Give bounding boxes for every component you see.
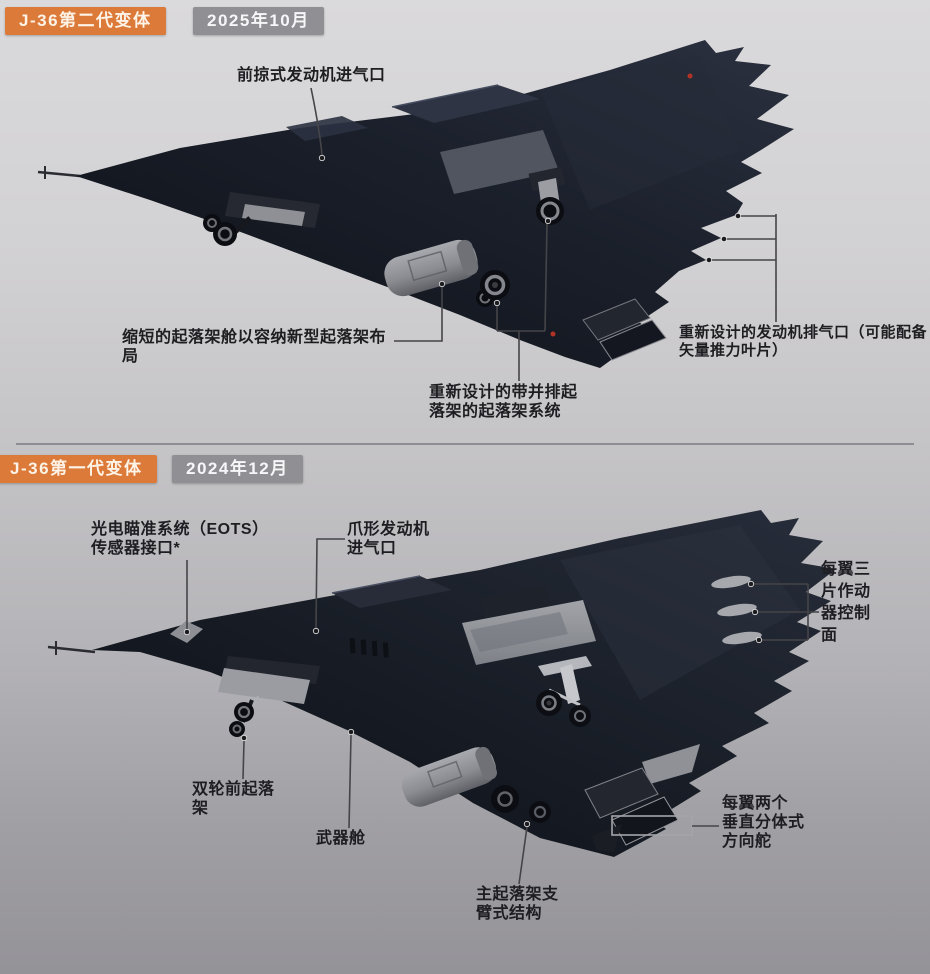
bay-panel [440, 130, 559, 194]
variant-badge-first-gen: J-36第一代变体 [0, 455, 157, 483]
wing-sheen [560, 525, 800, 700]
split-rudder-cluster [584, 744, 700, 852]
nose-probe [37, 166, 81, 179]
main-landing-gear [536, 656, 592, 727]
annotation-forward-swept-intake: 前掠式发动机进气口 [237, 67, 386, 84]
aircraft-first-gen [47, 510, 836, 857]
leader-lines-first-gen [183, 538, 819, 885]
formation-light [550, 331, 556, 337]
nose-landing-gear [203, 192, 320, 246]
actuator-fairings [711, 575, 762, 645]
date-badge-second-gen: 2025年10月 [193, 7, 324, 35]
spine-facet [332, 576, 452, 608]
annotation-main-gear-arm: 主起落架支 臂式结构 [476, 886, 559, 923]
landing-gear-pod [384, 239, 479, 297]
annotation-eots-sensor: 光电瞄准系统（EOTS） 传感器接口* [91, 521, 269, 558]
annotation-shortened-gear-bay: 缩短的起落架舱以容纳新型起落架布 局 [122, 329, 387, 366]
annotation-actuator-surfaces: 每翼三 片作动 器控制 面 [821, 561, 871, 645]
annotation-split-rudders: 每翼两个 垂直分体式 方向舵 [722, 795, 805, 851]
leader-lines-second-gen [310, 87, 777, 381]
variant-badge-second-gen: J-36第二代变体 [5, 7, 166, 35]
annotation-redesigned-exhaust: 重新设计的发动机排气口（可能配备 矢量推力叶片） [679, 324, 928, 359]
annotation-claw-intake: 爪形发动机 进气口 [347, 521, 430, 558]
formation-light [687, 73, 693, 79]
aircraft-second-gen [37, 40, 794, 368]
date-badge-first-gen: 2024年12月 [172, 455, 303, 483]
spine-facet [286, 116, 368, 141]
nose-probe [47, 641, 96, 655]
annotation-redesigned-gear-system: 重新设计的带并排起 落架的起落架系统 [429, 384, 578, 421]
nose-landing-gear [218, 656, 320, 737]
annotation-twin-nose-gear: 双轮前起落 架 [192, 781, 275, 818]
tail-rudder-cluster [582, 298, 667, 361]
annotation-weapons-bay: 武器舱 [316, 830, 366, 847]
main-wheels [476, 166, 566, 307]
intake-fairing [392, 85, 540, 123]
section-divider [16, 443, 914, 445]
weapons-bay-pod [401, 746, 498, 807]
wing-sheen [540, 55, 740, 210]
nose-number-marking [349, 638, 389, 658]
